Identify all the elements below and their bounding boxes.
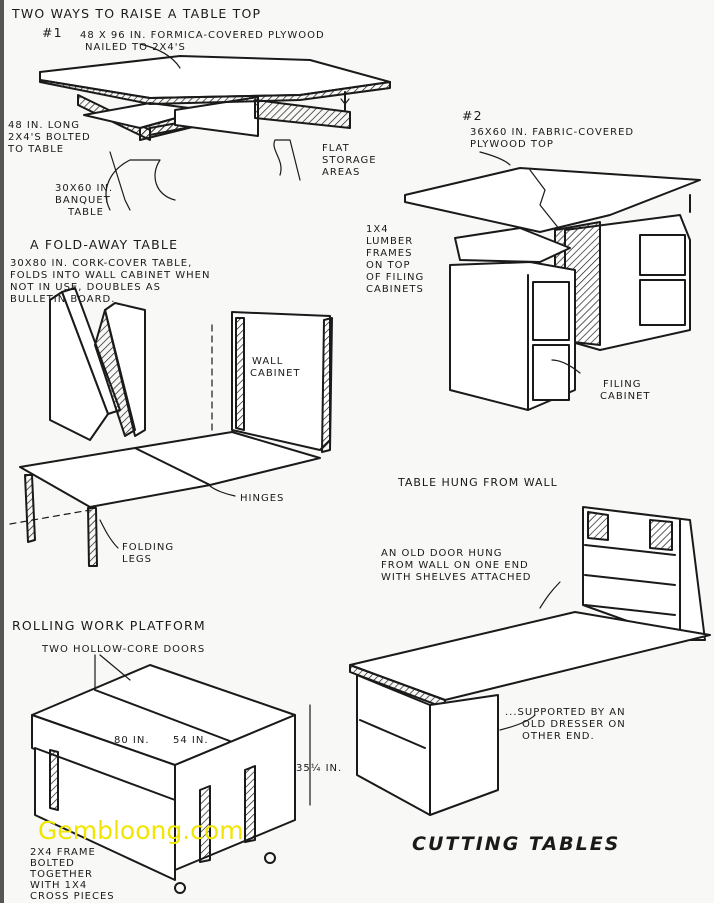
footer-title-cutting-tables: Cutting tables <box>412 833 621 855</box>
watermark: Gembloong.com <box>38 816 244 845</box>
label-filing-cabinet: cabinet <box>600 391 651 402</box>
label-frame: 2x4 frame <box>30 847 96 858</box>
label-top1: 48 x 96 in. Formica-covered plywood <box>80 30 325 41</box>
label-fold-desc: not in use, doubles as <box>10 282 161 293</box>
label-top1: nailed to 2x4's <box>85 42 186 53</box>
section-title-raise-table: Two ways to raise a table top <box>12 6 262 21</box>
label-old-door: with shelves attached <box>381 572 532 583</box>
raised-table-drawing <box>39 43 391 211</box>
label-storage: storage <box>322 155 377 166</box>
label-dresser: other end. <box>522 731 595 742</box>
label-storage: Flat <box>322 143 350 154</box>
label-frames: of filing <box>366 272 425 283</box>
label-top2: 36x60 in. fabric-covered <box>470 127 635 138</box>
filing-cabinet-table-drawing <box>404 151 701 411</box>
label-hinges: Hinges <box>240 493 285 504</box>
label-boards: 2x4's bolted <box>8 132 91 143</box>
label-old-door: An old door hung <box>381 548 503 559</box>
label-top2: plywood top <box>470 139 554 150</box>
label-frame: bolted <box>30 858 75 869</box>
label-banquet: table <box>68 207 104 218</box>
label-frames: frames <box>366 248 413 259</box>
label-dim-height: 35¼ in. <box>296 763 343 774</box>
label-frames: on top <box>366 260 411 271</box>
label-folding-legs: Folding <box>122 542 175 553</box>
label-hollow-doors: Two hollow-core doors <box>42 644 206 655</box>
label-fold-desc: folds into wall cabinet when <box>10 270 211 281</box>
fold-away-table-drawing <box>9 287 333 567</box>
label-frame: cross pieces <box>30 891 115 902</box>
label-boards: to table <box>8 144 65 155</box>
section-title-wall-hung: Table hung from wall <box>398 476 558 489</box>
label-banquet: banquet <box>55 195 111 206</box>
label-fold-desc: bulletin board. <box>10 294 116 305</box>
label-banquet: 30x60 in. <box>55 183 114 194</box>
label-folding-legs: legs <box>122 554 152 565</box>
label-number-2: #2 <box>462 108 483 123</box>
section-title-fold-away: A fold-away table <box>30 237 179 252</box>
label-dim-length: 80 in. <box>114 735 150 746</box>
section-title-rolling-platform: Rolling work platform <box>12 618 206 633</box>
label-frames: lumber <box>366 236 414 247</box>
label-wall-cabinet: Wall <box>252 356 284 367</box>
label-dresser: old dresser on <box>522 719 626 730</box>
label-frame: together <box>30 869 93 880</box>
scan-edge <box>0 0 4 903</box>
label-storage: areas <box>322 167 361 178</box>
label-dim-width: 54 in. <box>173 735 209 746</box>
label-wall-cabinet: cabinet <box>250 368 301 379</box>
label-frames: 1x4 <box>366 224 389 235</box>
wall-hung-table-drawing <box>349 506 711 816</box>
label-number-1: #1 <box>42 25 63 40</box>
label-old-door: from wall on one end <box>381 560 529 571</box>
label-dresser: ...supported by an <box>505 707 626 718</box>
rolling-platform-drawing <box>31 654 311 894</box>
label-frame: with 1x4 <box>30 880 88 891</box>
label-boards: 48 in. long <box>8 120 81 131</box>
label-frames: cabinets <box>366 284 424 295</box>
label-fold-desc: 30x80 in. cork-cover table, <box>10 258 193 269</box>
label-filing-cabinet: Filing <box>603 379 642 390</box>
